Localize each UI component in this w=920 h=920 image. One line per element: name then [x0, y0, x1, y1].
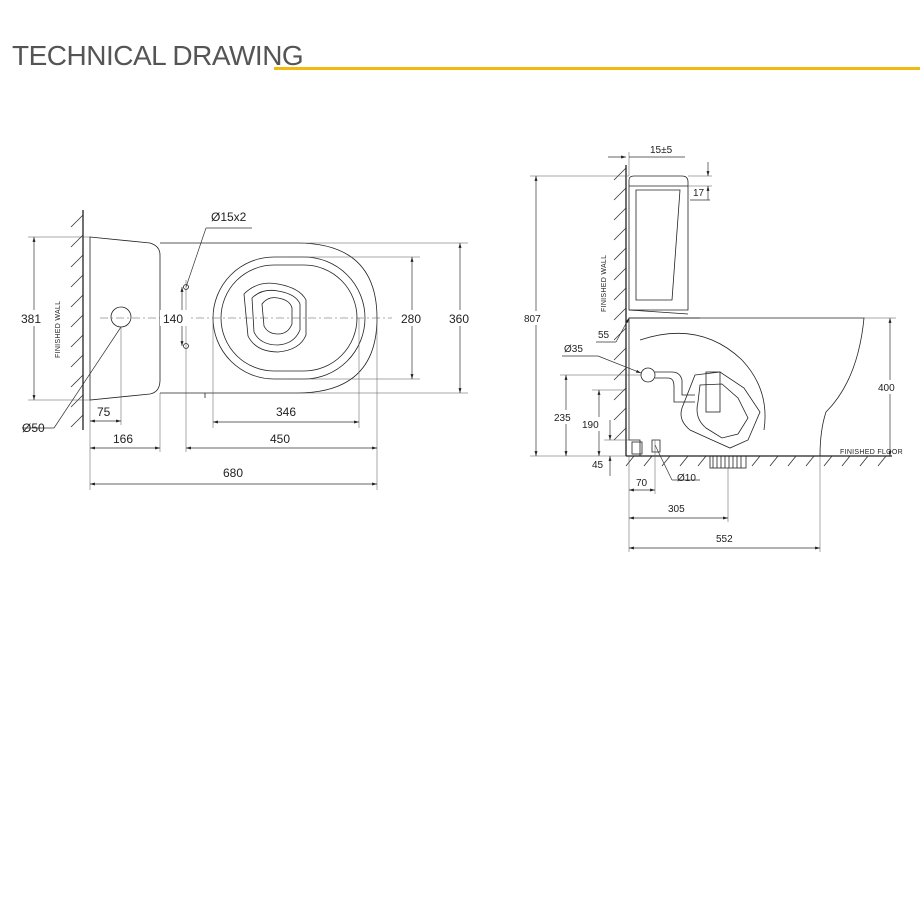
- dim-bowl-length: 346: [276, 405, 296, 419]
- dim-tank-offset: 55: [598, 330, 610, 341]
- finished-floor: [625, 455, 892, 467]
- dim-overall-width: 381: [21, 312, 41, 326]
- dim-overall-depth: 552: [716, 534, 733, 545]
- outlet-circle: [110, 306, 132, 328]
- dim-outlet-diameter: Ø50: [22, 421, 45, 435]
- dim-overall-length: 680: [223, 466, 243, 480]
- dim-overall-height: 807: [524, 314, 541, 325]
- side-tank-outline: [628, 175, 689, 311]
- side-wall-label: FINISHED WALL: [601, 255, 608, 312]
- trapway: [680, 371, 761, 449]
- dim-floor-outlet-distance: 305: [668, 504, 685, 515]
- dim-wall-gap: 15±5: [650, 145, 673, 156]
- bowl-waterway: [243, 282, 307, 353]
- plan-wall-label: FINISHED WALL: [55, 301, 62, 358]
- dim-lid-height: 17: [693, 188, 705, 199]
- dim-hole-diameter: Ø15x2: [211, 210, 247, 224]
- dim-inlet-diameter: Ø35: [564, 344, 583, 355]
- dim-hole-spacing: 140: [163, 312, 183, 326]
- dim-outlet-setback: 70: [636, 478, 648, 489]
- page-title: TECHNICAL DRAWING: [12, 40, 304, 71]
- plan-tank-outline: [89, 236, 161, 401]
- side-wall: [613, 165, 627, 456]
- dim-bowl-outer-width: 360: [449, 312, 469, 326]
- dim-seat-height: 400: [878, 383, 895, 394]
- plan-view: FINISHED WALL Ø15x2 381 140: [20, 210, 474, 490]
- dim-outlet-bottom: 45: [592, 460, 604, 471]
- dim-outlet-offset: 75: [97, 405, 111, 419]
- dim-inlet-height: 235: [554, 413, 571, 424]
- plan-wall: [70, 210, 84, 430]
- side-pan-outline: [628, 317, 865, 457]
- dim-pan-length: 450: [270, 432, 290, 446]
- dim-fixing-diameter: Ø10: [677, 473, 696, 484]
- dim-outlet-center-height: 190: [582, 420, 599, 431]
- title-underline: [274, 67, 920, 70]
- side-view: FINISHED WALL FINISHED FLOOR: [522, 145, 903, 552]
- dim-bowl-inner-width: 280: [401, 312, 421, 326]
- inlet-circle: [640, 367, 656, 383]
- dim-hole-offset: 166: [113, 432, 133, 446]
- floor-label: FINISHED FLOOR: [840, 449, 903, 456]
